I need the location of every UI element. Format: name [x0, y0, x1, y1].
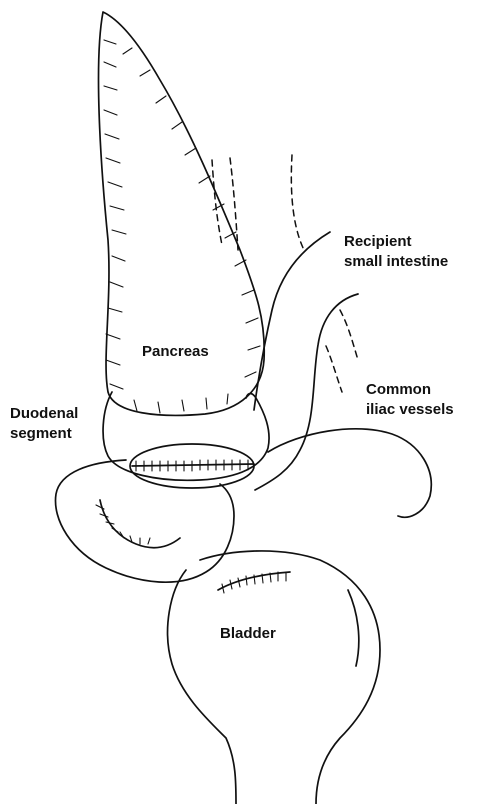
label-recipient-line1: Recipient [344, 232, 448, 252]
label-recipient-line2: small intestine [344, 252, 448, 272]
duodenal-segment [103, 392, 269, 480]
label-recipient-small-intestine: Recipient small intestine [344, 232, 448, 272]
small-intestine-left-wall [254, 232, 330, 410]
label-common-line1: Common [366, 380, 454, 400]
label-duodenal-line2: segment [10, 424, 78, 444]
bladder-outline [168, 551, 380, 804]
lower-intestine-loop [55, 460, 234, 582]
suture-line-duodenum [132, 464, 254, 466]
iliac-dashed-2 [326, 346, 342, 392]
bladder-inner-right [348, 590, 359, 666]
label-common-line2: iliac vessels [366, 400, 454, 420]
intestine-loop [268, 429, 431, 517]
suture-ticks-bladder [222, 572, 286, 593]
label-duodenal-line1: Duodenal [10, 404, 78, 424]
lower-intestine-folds [96, 505, 150, 544]
vessel-dashed-3 [291, 155, 304, 250]
label-pancreas: Pancreas [142, 342, 209, 362]
label-bladder: Bladder [220, 624, 276, 644]
iliac-dashed-1 [340, 310, 358, 360]
label-duodenal-segment: Duodenal segment [10, 404, 78, 444]
label-common-iliac-vessels: Common iliac vessels [366, 380, 454, 420]
